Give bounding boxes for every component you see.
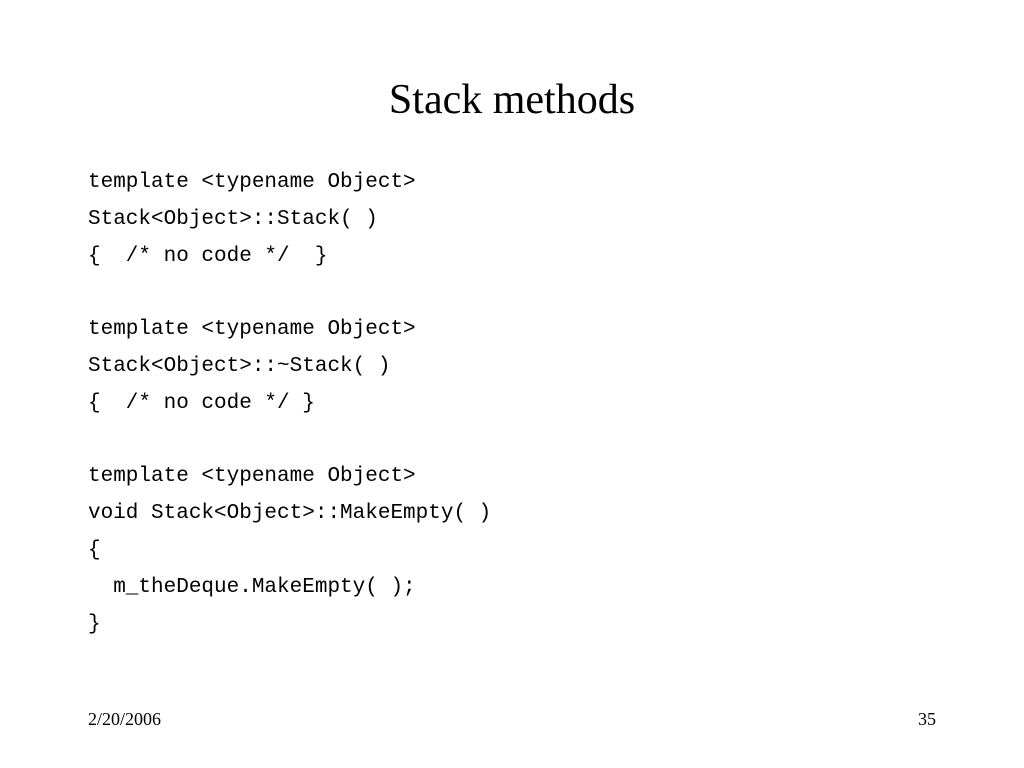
code-line: }	[88, 612, 101, 636]
code-line: template <typename Object>	[88, 171, 416, 194]
code-line: { /* no code */ }	[88, 244, 328, 268]
code-line: { /* no code */ }	[88, 391, 315, 415]
code-line: m_theDeque.MakeEmpty( );	[88, 575, 416, 599]
code-line: template <typename Object>	[88, 465, 416, 489]
page-number: 35	[918, 709, 936, 729]
code-line	[88, 423, 491, 460]
code-line: {	[88, 538, 101, 562]
code-line: Stack<Object>::~Stack( )	[88, 354, 391, 378]
code-line: template <typename Object>	[88, 318, 416, 342]
code-line: void Stack<Object>::MakeEmpty( )	[88, 502, 492, 526]
slide-title: Stack methods	[388, 77, 636, 123]
code-line: Stack<Object>::Stack( )	[88, 207, 378, 231]
code-block: template <typename Object> Stack<Object>…	[88, 165, 491, 643]
footer-date: 2/20/2006	[88, 709, 162, 729]
code-line	[88, 275, 491, 312]
